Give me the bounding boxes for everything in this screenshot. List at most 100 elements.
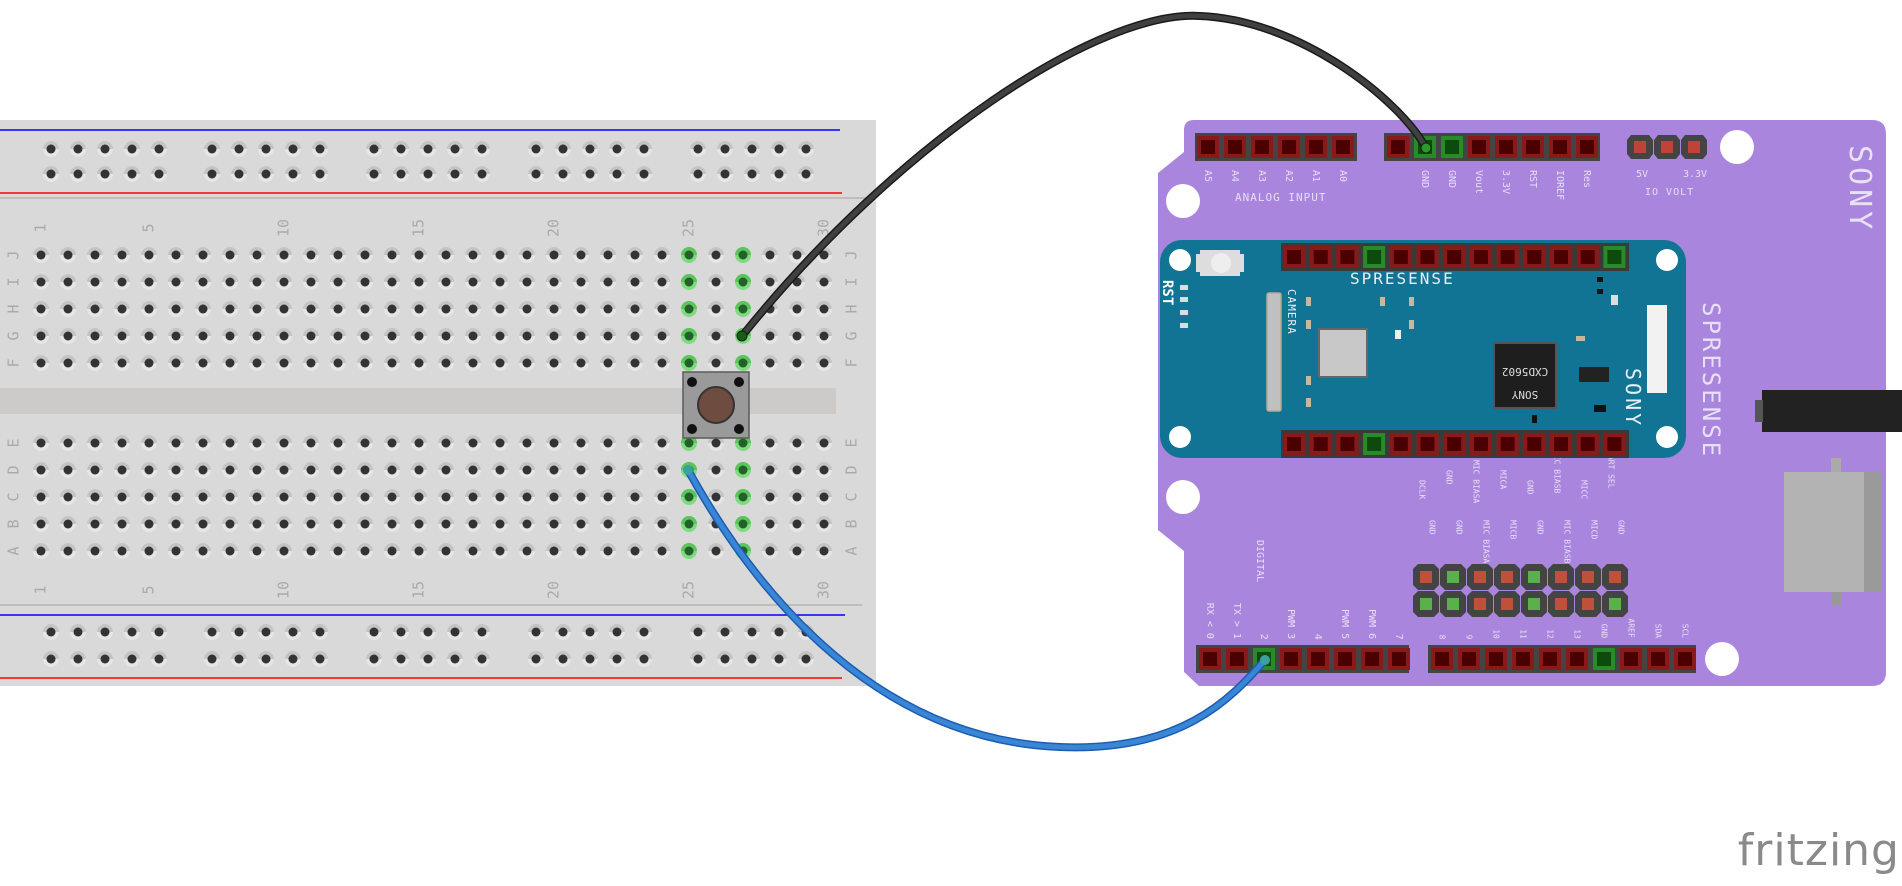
smd-component [1594,405,1606,412]
pin-label: MIC BIASA [1482,520,1491,564]
mic-header-pin[interactable] [1609,598,1621,610]
pin-label: SCL [1681,624,1690,639]
usb-tab [1831,458,1841,472]
cxd5602-chip [1493,342,1557,409]
mounting-hole [1166,184,1200,218]
io-volt-pin[interactable] [1688,141,1700,153]
column-number: 15 [410,581,428,599]
mic-header-pin[interactable] [1474,598,1486,610]
pin-label: GND [1445,470,1454,485]
pin-label: A0 [1337,170,1348,182]
digital-label: DIGITAL [1254,540,1265,582]
mounting-hole [1169,426,1191,448]
shield-headers [1195,133,1707,673]
pin-label: MIC BIASB [1563,520,1572,564]
smd-component [1597,277,1603,282]
led [1180,285,1188,290]
pin-label: UART SEL [1607,450,1616,489]
pushbutton[interactable] [682,371,750,439]
gnss-chip [1318,328,1368,378]
audio-jack [1762,390,1902,432]
pin-label: 10 [1492,629,1501,639]
mic-header-pin[interactable] [1447,571,1459,583]
column-number: 10 [275,581,293,599]
pin-label: TX > 1 [1231,603,1242,639]
pin-label: MICA [1499,470,1508,489]
column-number: 30 [815,219,833,237]
pin-label: GND [1419,170,1430,188]
io-volt-pin[interactable] [1634,141,1646,153]
ground-wire-core [739,13,1429,339]
row-label: J [843,250,861,259]
pin-label: 4 [1312,634,1323,640]
main-board-headers [1281,243,1629,458]
mic-header-pin[interactable] [1582,598,1594,610]
pin-label: A4 [1229,170,1240,182]
mic-header-pin[interactable] [1474,571,1486,583]
pin-label: AREF [1627,618,1636,637]
row-label: H [843,304,861,313]
pushbutton-leg [734,377,744,387]
row-label: G [843,331,861,340]
smd-capacitor [1306,297,1311,306]
row-label: C [5,492,23,501]
pin-label: A3 [1256,170,1267,182]
wire-end[interactable] [1260,655,1270,665]
wire-end[interactable] [683,465,693,475]
row-label: D [5,465,23,474]
mic-header-pin[interactable] [1555,571,1567,583]
led [1180,297,1188,302]
column-number: 5 [140,585,158,594]
pin-label: RX < 0 [1204,603,1215,639]
row-label: B [5,519,23,528]
pin-label: GND [1600,624,1609,639]
reset-button[interactable] [1196,250,1244,276]
pin-label: SDA [1654,624,1663,639]
mic-header-pin[interactable] [1447,598,1459,610]
row-label: D [843,465,861,474]
mic-header-pin[interactable] [1609,571,1621,583]
camera-label: CAMERA [1285,289,1298,335]
pin-label: PWM 5 [1339,609,1350,639]
mic-header-pin[interactable] [1582,571,1594,583]
smd-components [1306,277,1618,423]
usb-connector-side [1864,472,1882,592]
column-number: 1 [32,223,50,232]
mic-header-pin[interactable] [1501,598,1513,610]
pin-label: A1 [1310,170,1321,182]
mic-header-pin[interactable] [1528,571,1540,583]
smd-capacitor [1306,376,1311,385]
mic-header-pin[interactable] [1501,571,1513,583]
wire-end[interactable] [1420,142,1432,154]
main-board-spresense-label: SPRESENSE [1350,269,1455,288]
column-number: 5 [140,223,158,232]
row-label: H [5,304,23,313]
mic-header-pin[interactable] [1420,571,1432,583]
pushbutton-cap[interactable] [697,386,735,424]
audio-jack-tip [1755,400,1763,422]
column-number: 1 [32,585,50,594]
row-label: B [843,519,861,528]
pin-label: MICB [1509,520,1518,539]
io-volt-pin[interactable] [1661,141,1673,153]
analog-input-label: ANALOG INPUT [1235,191,1326,204]
smd-component [1597,289,1603,294]
mic-header-pin[interactable] [1528,598,1540,610]
column-number: 30 [815,581,833,599]
pin-label: IOREF [1554,170,1565,200]
pin-label: 7 [1393,634,1404,640]
mic-header-pin[interactable] [1555,598,1567,610]
spresense-main-board[interactable]: RST CAMERA CXD5602 SONY SPRESENSE SONY [1159,240,1686,458]
mic-header-pin[interactable] [1420,598,1432,610]
pin-label: A5 [1202,170,1213,182]
pin-label: A2 [1283,170,1294,182]
wire-end[interactable] [736,330,748,342]
row-label: F [843,358,861,367]
row-label: I [5,277,23,286]
shield-spresense-logo: SPRESENSE [1697,302,1725,459]
mounting-hole [1169,249,1191,271]
chip-brand: SONY [1511,388,1538,401]
pin-label: Vout [1473,170,1484,194]
